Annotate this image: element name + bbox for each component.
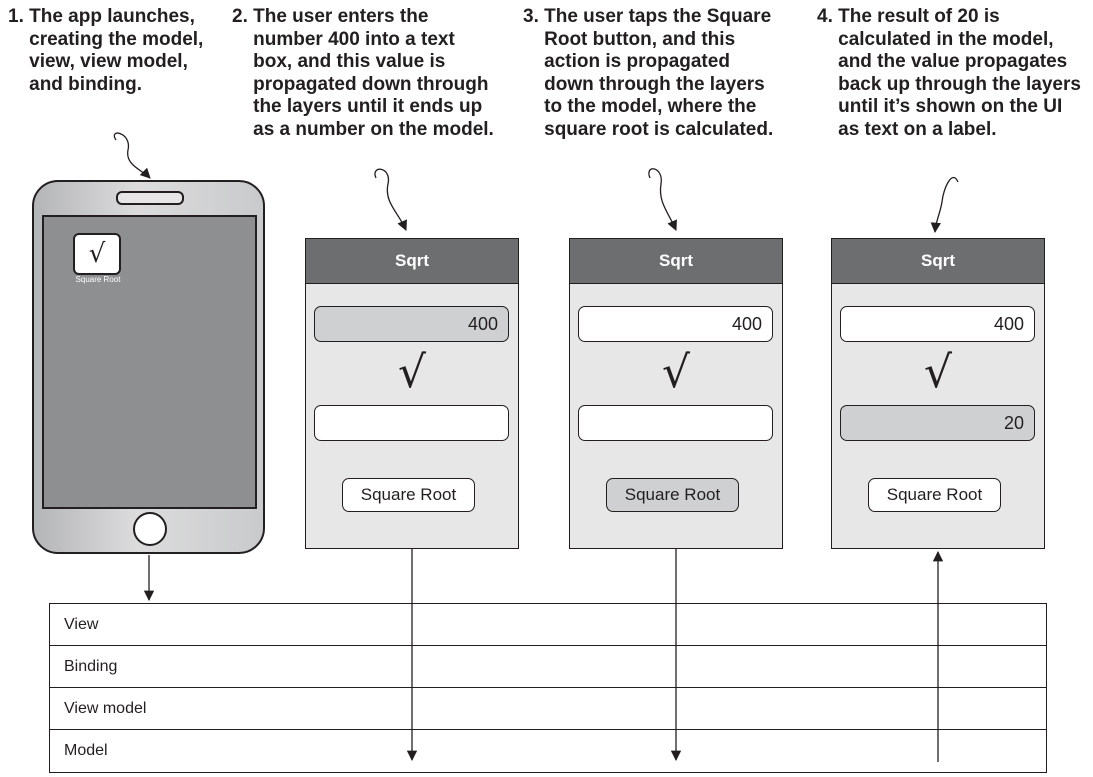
square-root-button[interactable]: Square Root: [606, 478, 739, 512]
result-label: 20: [840, 405, 1035, 441]
step-text: The user enters the number 400 into a te…: [253, 6, 494, 140]
step-number: 3.: [523, 6, 545, 27]
square-root-button[interactable]: Square Root: [342, 478, 475, 512]
step-1-caption: 1. The app launches, creating the model,…: [8, 6, 203, 96]
step-number: 2.: [232, 6, 254, 27]
step-text: The result of 20 is calculated in the mo…: [838, 6, 1081, 140]
step-3-caption: 3. The user taps the Square Root button,…: [523, 6, 773, 141]
screen-title: Sqrt: [832, 239, 1044, 284]
screen-title: Sqrt: [570, 239, 782, 284]
square-root-icon: √: [88, 239, 106, 269]
home-button[interactable]: [133, 512, 167, 546]
step-number: 4.: [817, 6, 839, 27]
layer-model: Model: [64, 742, 108, 759]
app-icon-label: Square Root: [75, 275, 121, 284]
caption-4-arrow: [930, 176, 959, 234]
step-4-caption: 4. The result of 20 is calculated in the…: [817, 6, 1081, 141]
square-root-app-icon[interactable]: √: [73, 233, 121, 275]
phone-speaker: [116, 191, 184, 205]
step-text: The app launches, creating the model, vi…: [29, 6, 204, 95]
square-root-icon: √: [397, 347, 427, 398]
caption-2-arrow: [374, 168, 407, 231]
square-root-icon: √: [923, 347, 953, 398]
layer-binding: Binding: [50, 646, 1046, 688]
sqrt-screen-step-2: Sqrt 400 √ Square Root: [305, 238, 519, 549]
result-label: [314, 405, 509, 441]
layer-view: View: [50, 604, 1046, 646]
caption-3-arrow: [648, 168, 677, 231]
step-2-caption: 2. The user enters the number 400 into a…: [232, 6, 494, 141]
step-number: 1.: [8, 6, 30, 27]
layer-view-model: View model: [50, 688, 1046, 730]
layer-stack: View Binding View model Model: [49, 603, 1047, 773]
result-label: [578, 405, 773, 441]
screen-title: Sqrt: [306, 239, 518, 284]
phone-illustration: √ Square Root: [32, 180, 265, 554]
square-root-button[interactable]: Square Root: [868, 478, 1001, 512]
number-input[interactable]: 400: [840, 306, 1035, 342]
caption-1-arrow: [113, 132, 151, 179]
sqrt-screen-step-4: Sqrt 400 √ 20 Square Root: [831, 238, 1045, 549]
number-input[interactable]: 400: [578, 306, 773, 342]
step-text: The user taps the Square Root button, an…: [544, 6, 774, 140]
phone-home-screen: √ Square Root: [42, 215, 257, 509]
sqrt-screen-step-3: Sqrt 400 √ Square Root: [569, 238, 783, 549]
number-input[interactable]: 400: [314, 306, 509, 342]
square-root-icon: √: [661, 347, 691, 398]
